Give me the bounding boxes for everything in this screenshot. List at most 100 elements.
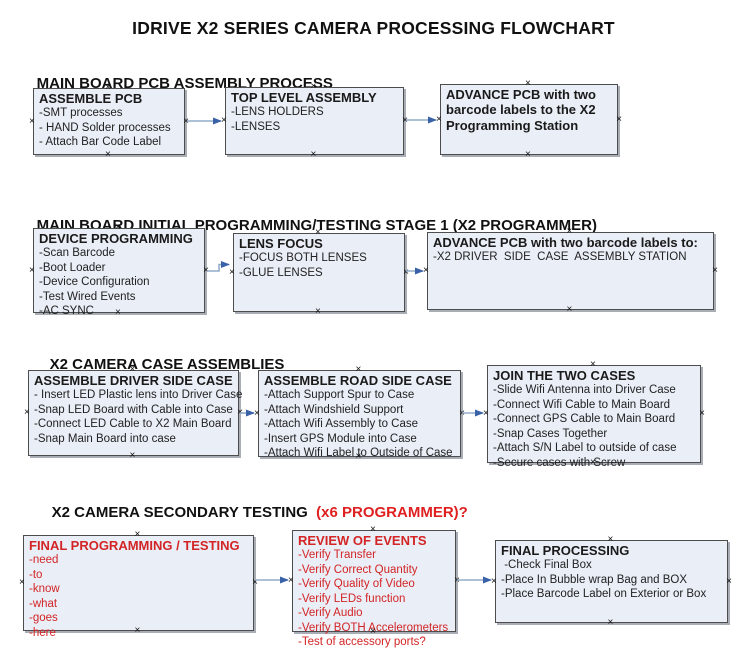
box-item-list: -Verify Transfer-Verify Correct Quantity…: [298, 548, 450, 649]
connection-point-icon: ×: [288, 575, 294, 586]
box-item: -goes: [29, 612, 58, 625]
box-item: -Verify BOTH Accelerometers: [298, 621, 449, 634]
box-final-processing[interactable]: FINAL PROCESSING -Check Final Box-Place …: [491, 535, 732, 628]
connection-point-icon: ×: [19, 577, 25, 588]
box-item: -Slide Wifi Antenna into Driver Case: [493, 384, 676, 397]
box-item: -what: [29, 597, 58, 610]
connection-point-icon: ×: [590, 359, 596, 370]
box-item-list: -X2 DRIVER SIDE CASE ASSEMBLY STATION: [433, 250, 708, 264]
box-assemble-pcb[interactable]: ASSEMBLE PCB -SMT processes- HAND Solder…: [29, 83, 189, 160]
box-advance-pcb-programming-station[interactable]: ADVANCE PCB with two barcode labels to t…: [436, 79, 622, 160]
connection-point-icon: ×: [491, 575, 497, 587]
box-item: -FOCUS BOTH LENSES: [239, 252, 367, 265]
box-assemble-driver-side-case[interactable]: ASSEMBLE DRIVER SIDE CASE - Insert LED P…: [24, 365, 243, 461]
box-item: -Device Configuration: [39, 276, 150, 289]
box-lens-focus[interactable]: LENS FOCUS -FOCUS BOTH LENSES-GLUE LENSE…: [229, 228, 409, 317]
connection-point-icon: ×: [355, 364, 362, 375]
box-title: ASSEMBLE DRIVER SIDE CASE: [34, 373, 233, 388]
box-item: -Place Barcode Label on Exterior or Box: [501, 588, 707, 601]
connection-point-icon: ×: [105, 82, 111, 93]
connection-point-icon: ×: [254, 407, 260, 419]
box-item-list: -SMT processes- HAND Solder processes- A…: [39, 106, 179, 149]
box-item-list: -LENS HOLDERS-LENSES: [231, 105, 398, 134]
connection-point-icon: ×: [229, 266, 235, 278]
box-item: -Verify Transfer: [298, 549, 376, 562]
box-title: ASSEMBLE PCB: [39, 91, 143, 106]
box-item: -here: [29, 626, 56, 639]
connection-point-icon: ×: [252, 577, 258, 588]
box-advance-pcb-driver-side-station[interactable]: ADVANCE PCB with two barcode labels to: …: [423, 227, 718, 315]
box-item: -Connect GPS Cable to Main Board: [493, 413, 676, 426]
box-item: -LENS HOLDERS: [231, 106, 324, 119]
connection-point-icon: ×: [183, 115, 189, 127]
connection-point-icon: ×: [459, 407, 465, 419]
box-item: -LENSES: [231, 120, 281, 133]
section-header-text: X2 CAMERA CASE ASSEMBLIES: [49, 356, 285, 373]
connection-point-icon: ×: [310, 81, 317, 92]
box-item-list: -Attach Support Spur to Case-Attach Wind…: [264, 388, 455, 460]
box-title: FINAL PROCESSING: [501, 543, 630, 558]
box-item: -Connect Wifi Cable to Main Board: [493, 398, 671, 411]
connection-point-icon: ×: [129, 364, 136, 375]
box-item: -Insert GPS Module into Case: [264, 432, 417, 445]
box-item: -Test of accessory ports?: [298, 636, 426, 649]
box-item: -X2 DRIVER SIDE CASE ASSEMBLY STATION: [433, 251, 687, 264]
connection-point-icon: ×: [115, 307, 121, 318]
connection-point-icon: ×: [525, 78, 531, 89]
box-join-the-two-cases[interactable]: JOIN THE TWO CASES -Slide Wifi Antenna i…: [483, 360, 705, 469]
box-item: -Verify Audio: [298, 607, 363, 620]
connection-point-icon: ×: [129, 450, 136, 461]
box-title: TOP LEVEL ASSEMBLY: [231, 90, 377, 105]
box-top-level-assembly[interactable]: TOP LEVEL ASSEMBLY -LENS HOLDERS-LENSES …: [221, 82, 408, 160]
connection-point-icon: ×: [237, 407, 243, 418]
box-item-list: -Slide Wifi Antenna into Driver Case-Con…: [493, 383, 695, 470]
box-item: -Place In Bubble wrap Bag and BOX: [501, 573, 688, 586]
box-review-of-events[interactable]: REVIEW OF EVENTS -Verify Transfer-Verify…: [288, 525, 460, 649]
box-item: -Verify Correct Quantity: [298, 563, 418, 576]
connector-arrow: [207, 261, 230, 272]
box-item: -Attach Support Spur to Case: [264, 389, 415, 402]
box-device-programming[interactable]: DEVICE PROGRAMMING -Scan Barcode-Boot Lo…: [29, 223, 209, 318]
section-header-case-assemblies: X2 CAMERA CASE ASSEMBLIES: [33, 339, 285, 390]
connection-point-icon: ×: [203, 264, 209, 276]
box-final-programming-testing[interactable]: FINAL PROGRAMMING / TESTING -need-to-kno…: [19, 530, 258, 639]
box-item: - Insert LED Plastic lens into Driver Ca…: [34, 389, 243, 402]
box-title: DEVICE PROGRAMMING: [39, 231, 193, 246]
connection-point-icon: ×: [29, 264, 35, 276]
box-item: -know: [29, 583, 60, 596]
connection-point-icon: ×: [525, 149, 531, 160]
box-item: -Secure cases with Screw: [493, 456, 626, 469]
box-item: -AC SYNC: [39, 305, 94, 318]
box-item: -Attach S/N Label to outside of case: [493, 442, 677, 455]
box-item: -Snap Main Board into case: [34, 432, 176, 445]
connection-point-icon: ×: [436, 113, 442, 125]
connection-point-icon: ×: [134, 529, 141, 540]
connection-point-icon: ×: [616, 113, 622, 125]
connection-point-icon: ×: [402, 115, 408, 126]
box-item: - Attach Bar Code Label: [39, 136, 162, 149]
connection-point-icon: ×: [355, 451, 362, 462]
connection-point-icon: ×: [607, 534, 614, 545]
connection-point-icon: ×: [370, 524, 376, 535]
box-title: ADVANCE PCB with two barcode labels to:: [433, 235, 698, 250]
connection-point-icon: ×: [115, 222, 121, 233]
connection-point-icon: ×: [403, 266, 409, 278]
box-item: -GLUE LENSES: [239, 266, 323, 279]
connection-point-icon: ×: [29, 115, 35, 127]
connection-point-icon: ×: [370, 626, 376, 637]
connection-point-icon: ×: [134, 625, 141, 636]
box-title: REVIEW OF EVENTS: [298, 533, 427, 548]
connection-point-icon: ×: [315, 306, 321, 317]
box-title: LENS FOCUS: [239, 236, 323, 251]
box-item-list: -Scan Barcode-Boot Loader-Device Configu…: [39, 246, 199, 318]
box-item: -Boot Loader: [39, 261, 106, 274]
connection-point-icon: ×: [483, 408, 489, 419]
box-item: -Test Wired Events: [39, 290, 136, 303]
section-header-red-text: (x6 PROGRAMMER)?: [316, 504, 468, 521]
box-item: -Snap LED Board with Cable into Case: [34, 403, 233, 416]
connection-point-icon: ×: [712, 265, 718, 276]
connection-point-icon: ×: [105, 149, 111, 160]
connection-point-icon: ×: [566, 226, 573, 237]
box-item-list: - Insert LED Plastic lens into Driver Ca…: [34, 388, 243, 446]
box-assemble-road-side-case[interactable]: ASSEMBLE ROAD SIDE CASE -Attach Support …: [254, 365, 465, 462]
